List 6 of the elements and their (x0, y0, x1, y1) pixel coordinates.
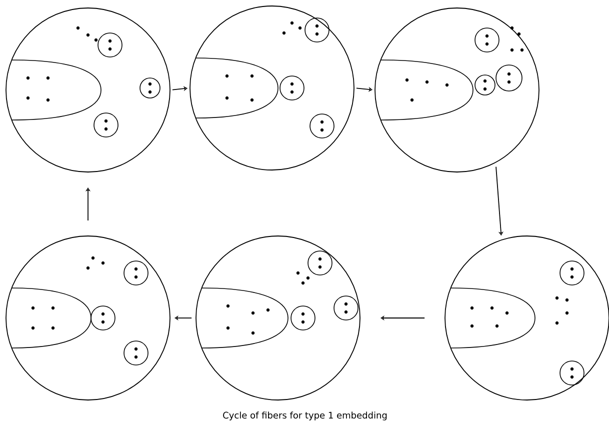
fiber-circle (196, 236, 360, 400)
fiber-circle (374, 8, 540, 172)
caption: Cycle of fibers for type 1 embedding (223, 412, 387, 420)
fiber-circle (190, 6, 354, 170)
fiber-circle (6, 8, 170, 172)
fiber-circle (6, 236, 170, 400)
